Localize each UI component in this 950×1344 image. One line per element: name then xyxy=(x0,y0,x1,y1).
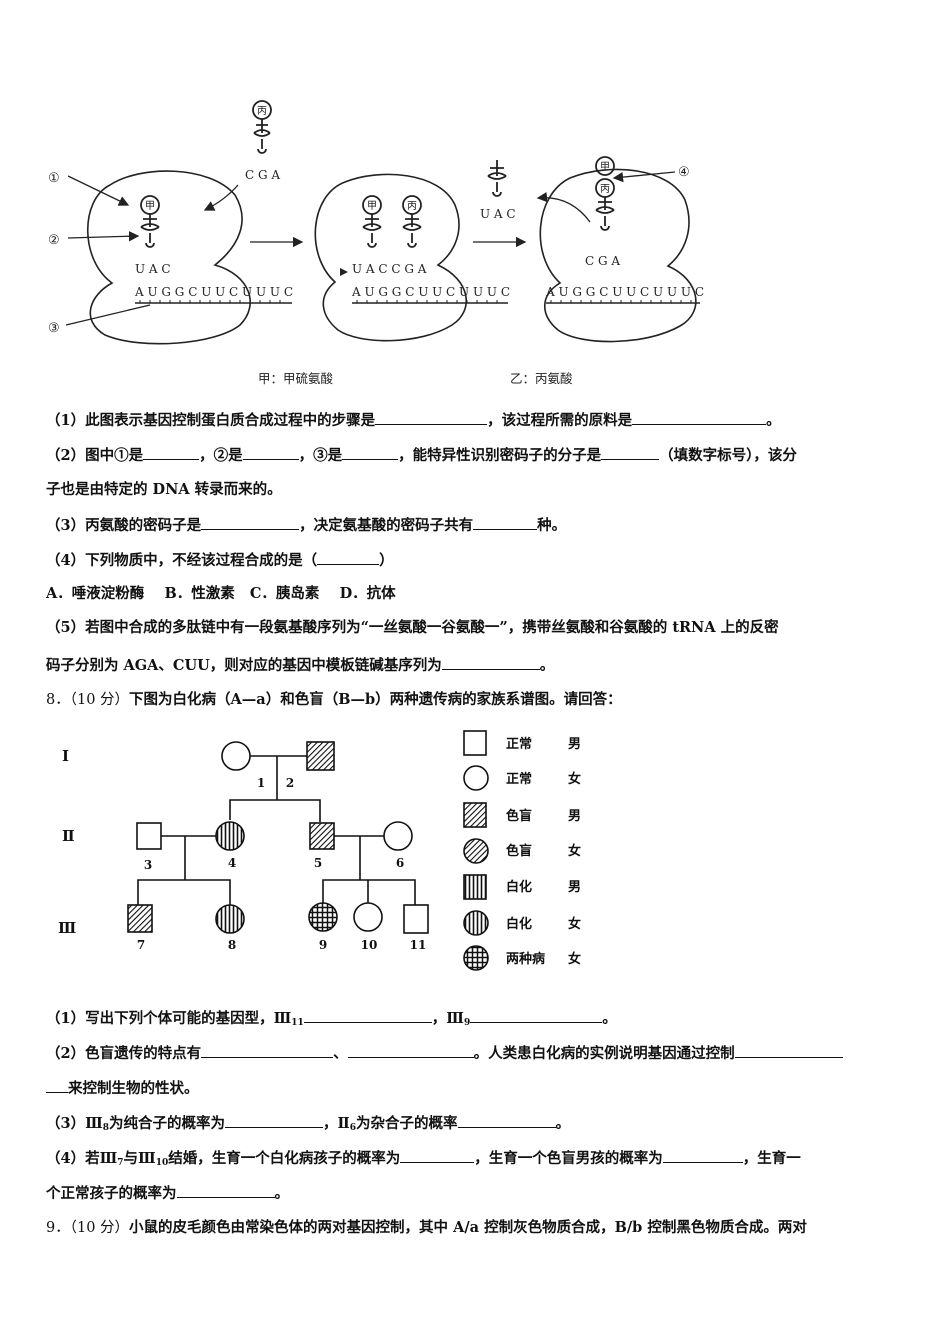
svg-text:丙: 丙 xyxy=(407,201,417,212)
mrna-2: A U G G C U U C U U U C xyxy=(351,285,510,299)
gen-2: Ⅱ xyxy=(62,827,75,845)
q8-part1: （1）写出下列个体可能的基因型，Ⅲ11，Ⅲ9。 xyxy=(46,1010,617,1028)
svg-text:白化: 白化 xyxy=(506,879,532,895)
mrna-1: A U G G C U U C U U U C xyxy=(134,285,293,299)
q7-part3: （3）丙氨酸的密码子是，决定氨基酸的密码子共有种。 xyxy=(46,517,567,534)
svg-text:4: 4 xyxy=(228,856,236,870)
ribosome-2 xyxy=(314,173,468,342)
codon-cga-free: C G A xyxy=(245,168,280,182)
translation-diagram: ① ② ③ ④ 丙 甲 甲 丙 甲 丙 C G A U A C A U G G … xyxy=(48,100,704,386)
caption-jia: 甲：甲硫氨酸 xyxy=(258,371,334,386)
svg-text:11: 11 xyxy=(410,938,427,952)
svg-text:女: 女 xyxy=(568,843,581,859)
q8-part2-cont: 来控制生物的性状。 xyxy=(46,1078,910,1099)
label-4: ④ xyxy=(678,165,690,180)
label-3: ③ xyxy=(48,321,60,336)
svg-text:5: 5 xyxy=(314,856,322,870)
svg-text:8: 8 xyxy=(228,938,236,952)
svg-text:男: 男 xyxy=(568,809,581,824)
svg-text:色盲: 色盲 xyxy=(506,843,532,859)
anticodon-uaccga: U A C C G A xyxy=(352,262,427,276)
q7-part2-cont: 子也是由特定的 DNA 转录而来的。 xyxy=(46,481,282,498)
label-2: ② xyxy=(48,233,60,248)
q7-part5: （5）若图中合成的多肽链中有一段氨基酸序列为“一丝氨酸一谷氨酸一”，携带丝氨酸和… xyxy=(46,619,779,636)
gen-3: Ⅲ xyxy=(58,919,76,937)
svg-text:两种病: 两种病 xyxy=(506,951,545,967)
q7-part2: （2）图中①是，②是，③是，能特异性识别密码子的分子是（填数字标号），该分 xyxy=(46,447,797,464)
svg-text:女: 女 xyxy=(568,916,581,932)
pedigree-legend: 正常男 正常女 色盲男 色盲女 白化男 白化女 两种病女 xyxy=(463,730,581,971)
q7-options: A．唾液淀粉酶 B．性激素 C．胰岛素 D．抗体 xyxy=(46,585,396,602)
svg-text:甲: 甲 xyxy=(145,201,155,212)
svg-text:男: 男 xyxy=(568,880,581,895)
q7-part4: （4）下列物质中，不经该过程合成的是（） xyxy=(46,552,394,569)
q8-part3: （3）Ⅲ8为纯合子的概率为，Ⅱ6为杂合子的概率。 xyxy=(46,1115,571,1133)
ribosome-3 xyxy=(539,168,697,343)
svg-text:丙: 丙 xyxy=(257,106,267,117)
svg-text:女: 女 xyxy=(568,771,581,787)
anticodon-uac-free: U A C xyxy=(480,207,516,221)
q8-part4-cont: 个正常孩子的概率为。 xyxy=(46,1185,289,1202)
svg-text:10: 10 xyxy=(361,938,378,952)
svg-text:7: 7 xyxy=(137,938,145,952)
svg-text:3: 3 xyxy=(144,858,152,872)
svg-text:1: 1 xyxy=(257,776,265,790)
svg-text:正常: 正常 xyxy=(506,771,532,787)
ribosome-1 xyxy=(86,170,251,345)
svg-text:男: 男 xyxy=(568,737,581,752)
svg-text:甲: 甲 xyxy=(367,201,377,212)
label-1: ① xyxy=(48,171,60,186)
svg-text:6: 6 xyxy=(396,856,404,870)
q8-part2: （2）色盲遗传的特点有、。人类患白化病的实例说明基因通过控制 xyxy=(46,1043,910,1064)
anticodon-cga: C G A xyxy=(585,254,620,268)
svg-text:甲: 甲 xyxy=(600,162,610,173)
gen-1: Ⅰ xyxy=(62,747,69,765)
svg-text:丙: 丙 xyxy=(600,184,610,195)
caption-yi: 乙：丙氨酸 xyxy=(510,371,573,386)
q7-part1: （1）此图表示基因控制蛋白质合成过程中的步骤是，该过程所需的原料是。 xyxy=(46,412,781,429)
q8-header: 8．（10 分）下图为白化病（A—a）和色盲（B—b）两种遗传病的家族系谱图。请… xyxy=(46,691,622,708)
svg-text:正常: 正常 xyxy=(506,736,532,752)
q9-header: 9．（10 分）小鼠的皮毛颜色由常染色体的两对基因控制，其中 A/a 控制灰色物… xyxy=(46,1219,807,1236)
svg-text:白化: 白化 xyxy=(506,916,532,932)
anticodon-uac: U A C xyxy=(135,262,171,276)
svg-text:9: 9 xyxy=(319,938,327,952)
q8-part4: （4）若Ⅲ7与Ⅲ10结婚，生育一个白化病孩子的概率为，生育一个色盲男孩的概率为，… xyxy=(46,1150,801,1168)
svg-text:色盲: 色盲 xyxy=(506,808,532,824)
pedigree-chart: Ⅰ Ⅱ Ⅲ 1 2 3 4 5 6 7 8 9 10 11 xyxy=(58,730,581,971)
svg-text:2: 2 xyxy=(286,776,294,790)
q7-part5-cont: 码子分别为 AGA、CUU，则对应的基因中模板链碱基序列为。 xyxy=(46,657,555,674)
svg-text:女: 女 xyxy=(568,951,581,967)
mrna-3: A U G G C U U C U U U C xyxy=(545,285,704,299)
